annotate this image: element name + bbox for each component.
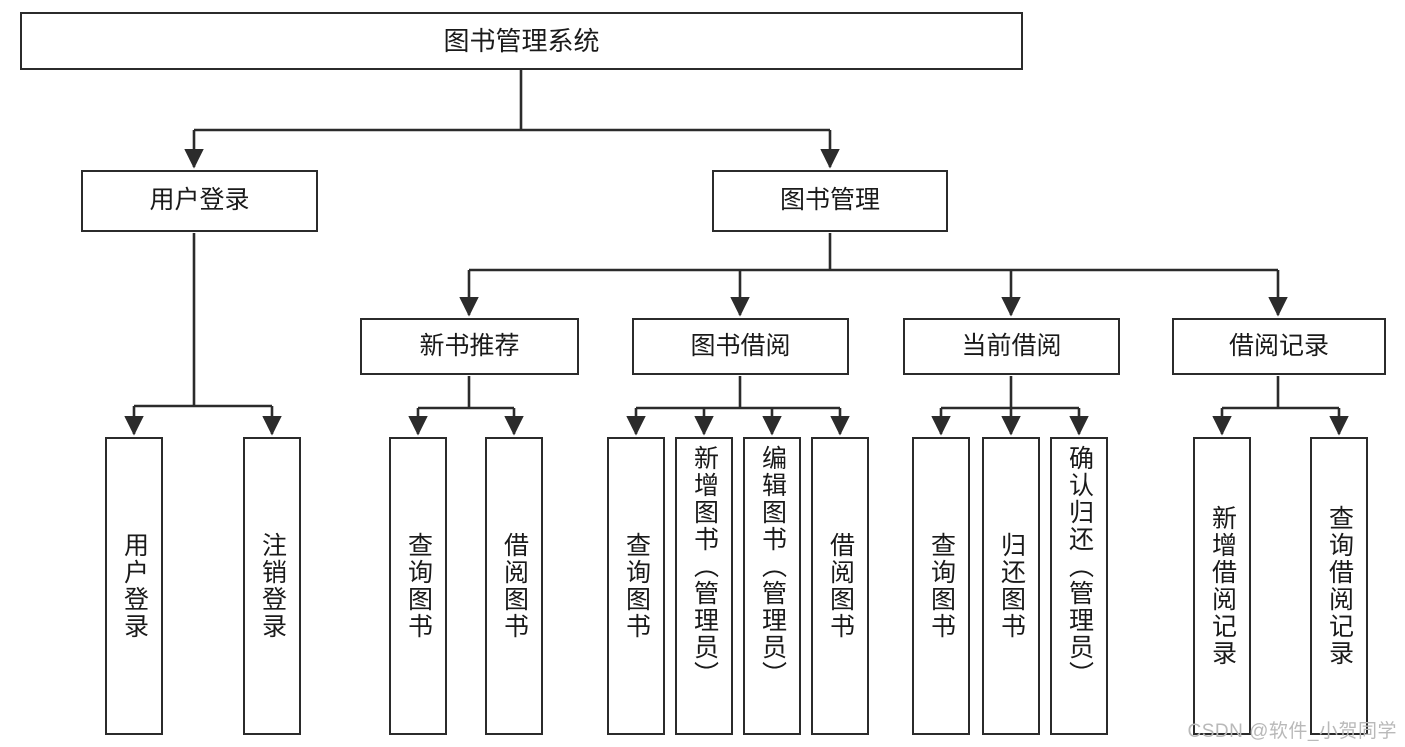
- node-label: 查询图书: [622, 532, 651, 640]
- node-label: 当前借阅: [961, 331, 1062, 360]
- node-current-borrow[interactable]: 当前借阅: [903, 318, 1120, 375]
- leaf-return-book[interactable]: 归还图书: [982, 437, 1040, 735]
- leaf-query-book-borrow[interactable]: 查询图书: [607, 437, 665, 735]
- node-label: 用户登录: [149, 186, 250, 215]
- leaf-query-borrow-record[interactable]: 查询借阅记录: [1310, 437, 1368, 735]
- leaf-query-book-current[interactable]: 查询图书: [912, 437, 970, 735]
- leaf-logout[interactable]: 注销登录: [243, 437, 301, 735]
- node-label: 图书管理系统: [443, 25, 600, 56]
- watermark: CSDN @软件_小贺同学: [1187, 721, 1397, 742]
- node-book-borrow[interactable]: 图书借阅: [632, 318, 849, 375]
- node-book-manage[interactable]: 图书管理: [712, 170, 948, 232]
- node-label: 新书推荐: [419, 331, 520, 360]
- leaf-user-login[interactable]: 用户登录: [105, 437, 163, 735]
- node-label: 查询图书: [404, 532, 433, 640]
- node-label: 注销登录: [258, 532, 287, 640]
- node-label: 归还图书: [997, 532, 1026, 640]
- node-user-login[interactable]: 用户登录: [81, 170, 318, 232]
- node-root-system[interactable]: 图书管理系统: [20, 12, 1023, 70]
- leaf-add-book[interactable]: 新增图书（管理员）: [675, 437, 733, 735]
- node-label: 用户登录: [120, 532, 149, 640]
- leaf-confirm-return[interactable]: 确认归还（管理员）: [1050, 437, 1108, 735]
- node-label: 确认归还（管理员）: [1065, 445, 1094, 688]
- leaf-add-borrow-record[interactable]: 新增借阅记录: [1193, 437, 1251, 735]
- node-new-book-recommend[interactable]: 新书推荐: [360, 318, 579, 375]
- node-borrow-record[interactable]: 借阅记录: [1172, 318, 1386, 375]
- leaf-edit-book[interactable]: 编辑图书（管理员）: [743, 437, 801, 735]
- node-label: 新增借阅记录: [1208, 505, 1237, 667]
- leaf-borrow-book-recommend[interactable]: 借阅图书: [485, 437, 543, 735]
- node-label: 借阅图书: [500, 532, 529, 640]
- node-label: 借阅图书: [826, 532, 855, 640]
- node-label: 编辑图书（管理员）: [758, 445, 787, 688]
- node-label: 图书借阅: [690, 331, 791, 360]
- node-label: 查询图书: [927, 532, 956, 640]
- node-label: 借阅记录: [1228, 331, 1329, 360]
- leaf-borrow-book[interactable]: 借阅图书: [811, 437, 869, 735]
- node-label: 图书管理: [779, 186, 880, 215]
- node-label: 查询借阅记录: [1325, 505, 1354, 667]
- node-label: 新增图书（管理员）: [690, 445, 719, 688]
- leaf-query-book-recommend[interactable]: 查询图书: [389, 437, 447, 735]
